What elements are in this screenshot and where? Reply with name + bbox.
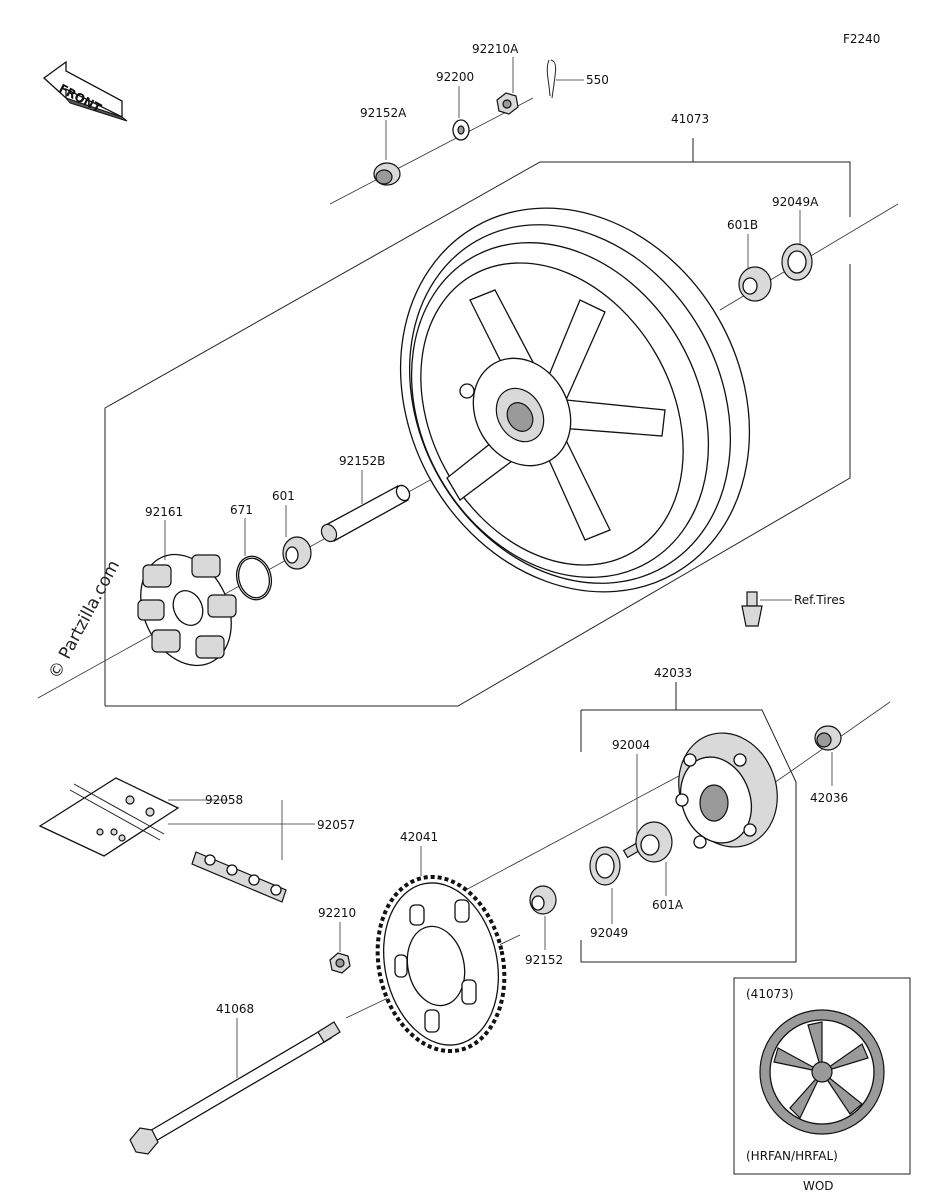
cotter-pin-550 [546,59,557,99]
tire-valve [741,591,763,627]
label-92049: 92049 [590,926,628,940]
label-601: 601 [272,489,295,503]
label-42033: 42033 [654,666,692,680]
sprocket-hub-42033 [675,732,778,849]
nut-92210A [496,92,519,115]
chain-joint-92058 [38,777,180,857]
rear-wheel [399,207,751,593]
collar-92152 [529,885,557,915]
label-92152B: 92152B [339,454,385,468]
label-92200: 92200 [436,70,474,84]
wheel-assembly-frame [104,138,851,707]
label-601B: 601B [727,218,758,232]
label-92049A: 92049A [772,195,819,209]
drive-chain-92057 [191,851,287,903]
axle-41068 [129,1021,341,1155]
sprocket-42041 [375,874,507,1054]
figure-code: F2240 [843,32,880,46]
label-92210A: 92210A [472,42,519,56]
sprocket-hub-frame [580,682,797,963]
damper-92161 [137,553,237,667]
label-42041: 42041 [400,830,438,844]
spacer-92152B [320,484,411,543]
washer-92200 [452,119,470,141]
axle-centerline-lower [461,769,691,893]
oil-seal-92049A [781,243,813,281]
inset-variant-label: (HRFAN/HRFAL) [746,1149,838,1163]
inset-part-ref: (41073) [746,987,794,1001]
label-671: 671 [230,503,253,517]
ref-tires-label: Ref.Tires [794,593,845,607]
label-550: 550 [586,73,609,87]
wheel-variant-inset: (41073) (HRFAN/HRFAL) [733,977,911,1175]
label-92057: 92057 [317,818,355,832]
bearing-601 [282,536,312,570]
watermark: © Partzilla.com [45,557,124,682]
label-92161: 92161 [145,505,183,519]
bearing-601B [738,266,772,302]
front-arrow-icon: FRONT [42,60,128,122]
label-92210: 92210 [318,906,356,920]
collar-92152A [373,162,401,186]
label-42036: 42036 [810,791,848,805]
label-601A: 601A [652,898,684,912]
nut-92210 [329,952,351,974]
oil-seal-92049 [589,846,621,886]
o-ring-671 [235,555,273,601]
bearing-601A [635,821,673,863]
label-41073: 41073 [671,112,709,126]
label-92152A: 92152A [360,106,407,120]
label-92058: 92058 [205,793,243,807]
footer-code: WOD [803,1179,834,1193]
axle-centerline-upper [329,97,534,205]
collar-42036 [814,725,842,751]
label-41068: 41068 [216,1002,254,1016]
label-92004: 92004 [612,738,650,752]
label-92152: 92152 [525,953,563,967]
